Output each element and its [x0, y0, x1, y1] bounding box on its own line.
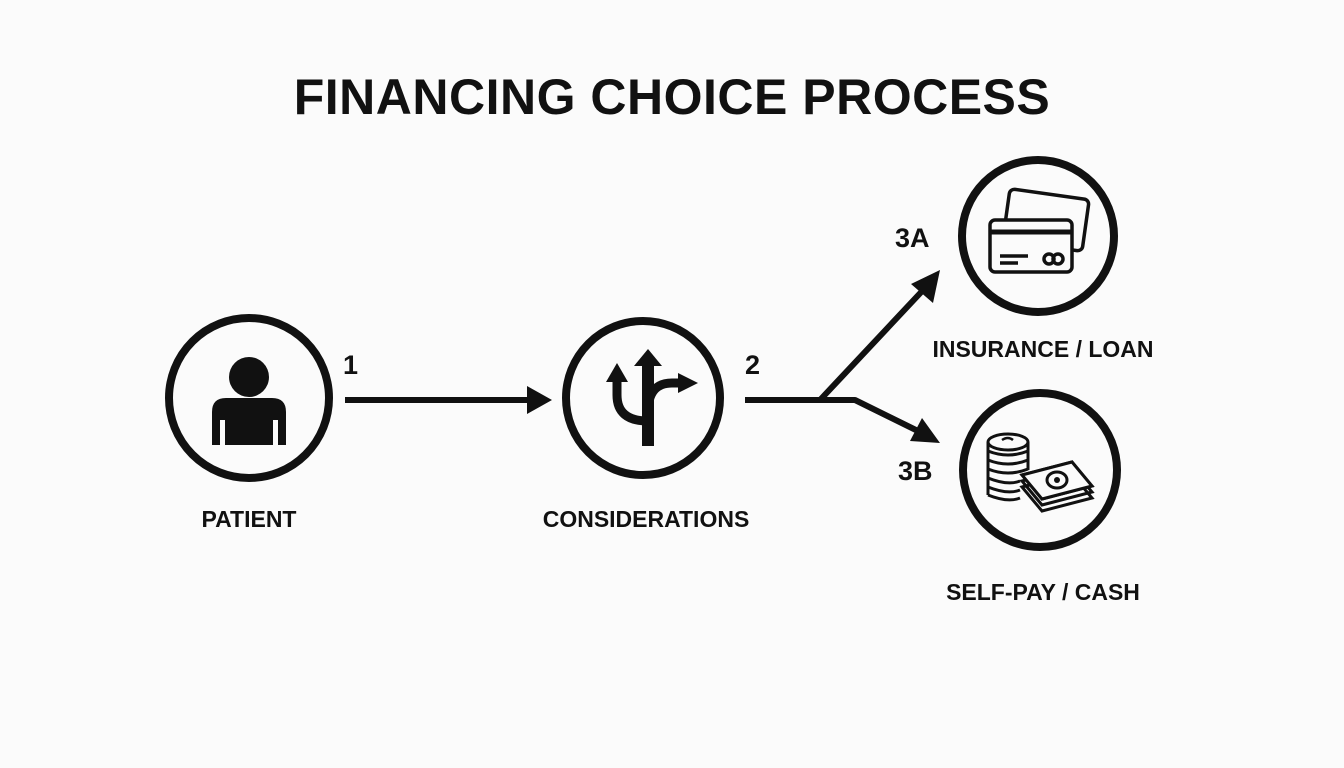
branching-arrows-icon	[606, 349, 698, 446]
selfpay-node	[959, 389, 1121, 551]
credit-cards-icon	[988, 187, 1091, 274]
step-3b-label: 3B	[898, 456, 933, 486]
insurance-label: INSURANCE / LOAN	[932, 336, 1154, 362]
selfpay-label: SELF-PAY / CASH	[946, 579, 1140, 605]
patient-label: PATIENT	[201, 506, 297, 532]
arrow-patient-to-considerations	[345, 386, 552, 414]
step-2-label: 2	[745, 350, 761, 380]
arrow-considerations-branch	[745, 270, 940, 443]
insurance-node	[958, 156, 1118, 316]
diagram-title: FINANCING CHOICE PROCESS	[293, 69, 1051, 125]
step-3a-label: 3A	[895, 223, 930, 253]
selfpay-circle	[959, 389, 1121, 551]
step-1-label: 1	[343, 350, 359, 380]
patient-circle	[165, 314, 333, 482]
arrow-to-insurance	[911, 270, 940, 303]
considerations-node	[562, 317, 724, 479]
arrow-to-selfpay	[910, 418, 940, 443]
coins-and-cash-icon	[986, 432, 1095, 513]
insurance-circle	[958, 156, 1118, 316]
person-icon	[212, 357, 286, 445]
considerations-label: CONSIDERATIONS	[542, 506, 750, 532]
patient-node	[165, 314, 333, 482]
considerations-circle	[562, 317, 724, 479]
